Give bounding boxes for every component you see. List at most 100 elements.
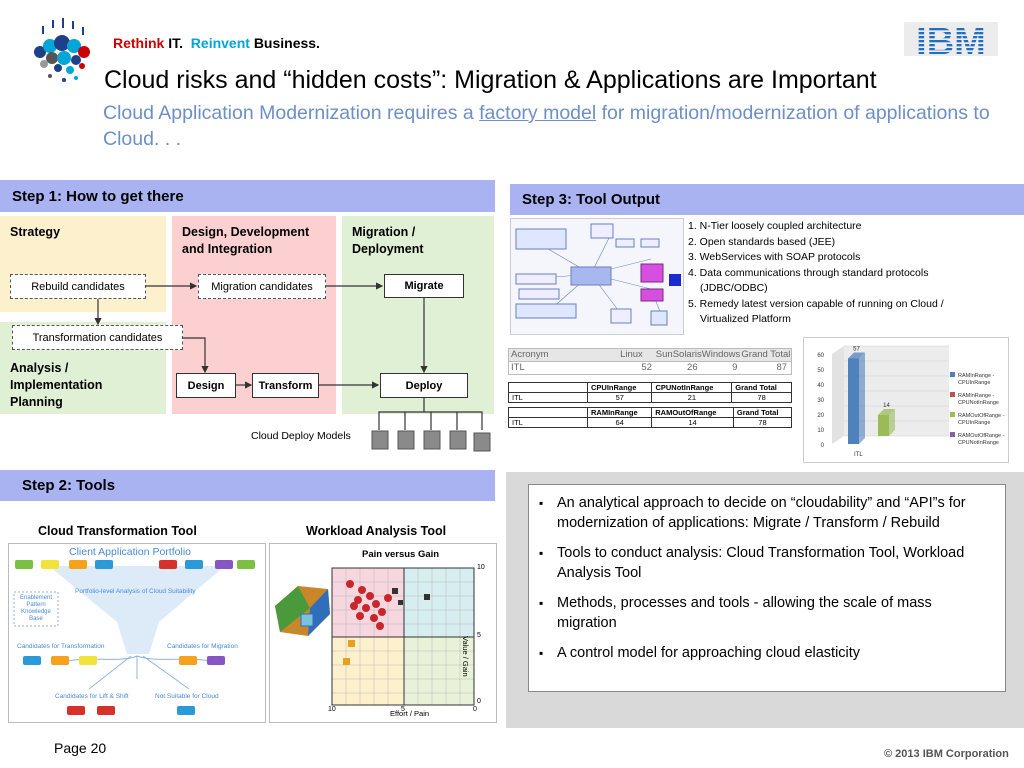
workload-analysis-tool-caption: Workload Analysis Tool [306, 524, 447, 538]
architecture-diagram [510, 218, 684, 335]
chart-y-tick-label: 50 [817, 368, 824, 374]
chart-legend-label: RAMOutOfRange - [958, 433, 1005, 439]
chart-legend-label: CPUInRange [958, 420, 990, 426]
chart-x-tick-label: ITL [854, 452, 863, 458]
chart-bar [848, 358, 859, 444]
chart-bar-top [848, 352, 865, 359]
tagline-business: Business. [253, 35, 320, 51]
copyright: © 2013 IBM Corporation [884, 748, 1009, 760]
tool-output-item: 4. Data communications through standard … [688, 266, 929, 295]
cloud-deploy-models-label: Cloud Deploy Models [251, 430, 351, 442]
candidates-transformation-label: Candidates for Transformation [17, 643, 105, 650]
summary-box: An analytical approach to decide on “clo… [528, 484, 1006, 692]
chart-data-label: 14 [883, 403, 890, 409]
pain-gain-y-label: Value / Gain [461, 636, 470, 677]
header-graphic [22, 18, 102, 90]
chart-y-tick-label: 20 [817, 413, 824, 419]
pivot-cell: 87 [776, 362, 788, 373]
pivot-header: Linux [620, 349, 643, 360]
summary-bullet: A control model for approaching cloud el… [537, 643, 977, 663]
chart-side-wall [832, 346, 844, 444]
chart-legend-label: CPUNotInRange [958, 400, 999, 406]
chart-legend-label: CPUNotInRange [958, 440, 999, 446]
chart-y-tick-label: 60 [817, 353, 824, 359]
chart-y-tick-label: 30 [817, 398, 824, 404]
chart-legend-label: RAMInRange - [958, 373, 995, 379]
strategy-label: Strategy [10, 225, 61, 239]
chart-legend-swatch [950, 412, 955, 417]
factory-model-link[interactable]: factory model [479, 102, 597, 124]
migrate-box: Migrate [384, 274, 464, 298]
step1-header: Step 1: How to get there [0, 180, 495, 212]
cloud-model-icons [370, 430, 495, 452]
ibm-logo: IBM [904, 20, 998, 63]
tool-output-item: 5. Remedy latest version capable of runn… [688, 297, 944, 326]
svg-text:IBM: IBM [916, 21, 986, 60]
chart-legend-swatch [950, 432, 955, 437]
tool-output-item: 3. WebServices with SOAP protocols [688, 251, 861, 263]
step3-header: Step 3: Tool Output [510, 184, 1024, 215]
chart-legend-swatch [950, 392, 955, 397]
page-number: Page 20 [54, 740, 107, 756]
candidates-migration-label: Candidates for Migration [167, 643, 238, 650]
pain-gain-y-tick: 5 [477, 632, 481, 639]
chart-bar-side [859, 352, 865, 444]
design-label: Design, Development and Integration [182, 225, 310, 256]
analysis-label: Analysis / Implementation Planning [10, 361, 103, 409]
tagline: Rethink IT. Reinvent Business. [113, 35, 320, 51]
not-suitable-label: Not Suitable for Cloud [155, 693, 219, 700]
chart-legend-label: RAMInRange - [958, 393, 995, 399]
tool-output-item: 2. Open standards based (JEE) [688, 235, 836, 248]
pain-gain-y-tick: 0 [477, 698, 481, 705]
pivot-header: SunSolaris [655, 349, 702, 360]
ram-table: RAMInRange RAMOutOfRange Grand Total ITL… [508, 407, 793, 428]
pain-gain-y-tick: 10 [477, 564, 485, 571]
portfolio-analysis-label: Portfolio-level Analysis of Cloud Suitab… [75, 588, 196, 595]
pain-gain-title: Pain versus Gain [362, 549, 440, 560]
tool-output-list: 1. N-Tier loosely coupled architecture 2… [688, 219, 988, 328]
chart-legend-swatch [950, 372, 955, 377]
pivot-cell: 9 [732, 362, 738, 373]
chart-bar-top [878, 409, 895, 415]
page-subtitle: Cloud Application Modernization requires… [103, 102, 990, 150]
tagline-it: IT. [168, 35, 184, 51]
cpu-table: CPUInRange CPUNotInRange Grand Total ITL… [508, 382, 792, 403]
chart-y-tick-label: 10 [817, 428, 824, 434]
migration-label: Migration / Deployment [352, 225, 424, 256]
enablement-label: Enablement Pattern Knowledge Base [19, 595, 53, 622]
step2-header: Step 2: Tools [0, 470, 495, 501]
tool-output-item: 1. N-Tier loosely coupled architecture [688, 220, 862, 232]
step1-connectors [94, 282, 483, 430]
summary-bullets: An analytical approach to decide on “clo… [537, 493, 977, 673]
cloud-transformation-tool-caption: Cloud Transformation Tool [38, 524, 197, 538]
design-box: Design [176, 373, 236, 398]
pain-gain-x-tick: 0 [473, 706, 477, 713]
client-portfolio-label: Client Application Portfolio [69, 546, 191, 558]
chart-data-label: 57 [853, 347, 860, 353]
chart-legend-label: RAMOutOfRange - [958, 413, 1005, 419]
chart-y-tick-label: 40 [817, 383, 824, 389]
pain-gain-x-label: Effort / Pain [390, 709, 430, 718]
summary-bullet: Tools to conduct analysis: Cloud Transfo… [537, 543, 977, 583]
migration-candidates-box: Migration candidates [198, 274, 326, 299]
pivot-header: Acronym [511, 349, 549, 360]
rebuild-candidates-box: Rebuild candidates [10, 274, 146, 299]
transformation-candidates-box: Transformation candidates [12, 325, 183, 350]
chart-bar-side [889, 409, 895, 436]
tagline-reinvent: Reinvent [190, 35, 250, 51]
pain-gain-x-tick: 5 [401, 706, 405, 713]
summary-bullet: Methods, processes and tools - allowing … [537, 593, 977, 633]
pivot-cell: 52 [641, 362, 652, 373]
transform-box: Transform [252, 373, 319, 398]
pivot-header: Grand Total [741, 349, 791, 360]
workload-analysis-diagram: Pain versus Gain Effort / Pain Value / G… [269, 543, 497, 723]
chart-bar [878, 415, 889, 436]
chart-legend-label: CPUInRange [958, 380, 990, 386]
summary-bullet: An analytical approach to decide on “clo… [537, 493, 977, 533]
page-title: Cloud risks and “hidden costs”: Migratio… [104, 66, 877, 94]
pivot-cell: ITL [511, 362, 525, 373]
deploy-box: Deploy [380, 373, 468, 398]
pain-gain-x-tick: 10 [328, 706, 336, 713]
pivot-cell: 26 [687, 362, 698, 373]
